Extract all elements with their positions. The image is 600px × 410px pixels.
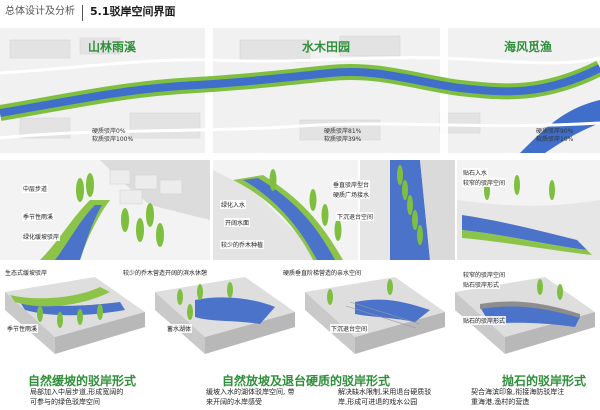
header-divider — [82, 5, 83, 21]
caption-2b-line-2: 岸,形成可进退的戏水公园 — [338, 398, 418, 406]
axon-block-3 — [305, 277, 445, 354]
callout-open-waterfront: 较少的乔木营造开阔的滨水休憩 — [122, 268, 210, 277]
callout-stone-bank-form: 贴石的驳岸形式 — [462, 316, 507, 325]
callout-stone-into-water: 贴石入水 — [462, 168, 489, 177]
callout-seasonal-stream-axon: 季节性雨溪 — [6, 324, 39, 333]
callout-eco-slope-bank: 生态式缓坡驳岸 — [4, 268, 49, 277]
callout-sunken-terrace-axon: 下沉退台空间 — [330, 324, 369, 333]
zone-title-2: 水木田园 — [302, 40, 351, 54]
zone3-hard-ratio: 硬质驳岸90% — [536, 128, 574, 135]
zone1-soft-ratio: 软质驳岸100% — [92, 136, 134, 143]
zone-title-3: 海风觅渔 — [504, 40, 553, 54]
zone2-hard-ratio: 硬质驳岸81% — [324, 128, 362, 135]
section-view-1 — [0, 160, 210, 260]
river-plan-view — [0, 28, 600, 153]
callout-mid-trail: 中层步道 — [22, 184, 49, 193]
callout-green-into-water: 绿化入水 — [220, 200, 247, 209]
axon-block-2 — [155, 277, 295, 354]
zone-title-1: 山林雨溪 — [88, 40, 137, 54]
caption-title-3: 抛石的驳岸形式 — [502, 374, 587, 388]
zone3-soft-ratio: 软质驳岸10% — [536, 136, 574, 143]
callout-hard-plaza: 硬质广场接水 — [332, 190, 371, 199]
header-bar: 总体设计及分析 5.1驳岸空间界面 — [0, 0, 600, 26]
caption-1-line-1: 局部加入中层步道,形成宽阔的 — [30, 388, 124, 396]
callout-green-slope: 绿化缓坡驳岸 — [22, 232, 61, 241]
section-label: 总体设计及分析 — [5, 6, 75, 17]
callout-storage-lake: 蓄水湖体 — [166, 324, 193, 333]
axon-block-1 — [5, 277, 145, 354]
caption-3-line-1: 契合海滨印象,衔接海防驳岸注 — [471, 388, 565, 396]
page-title: 5.1驳岸空间界面 — [90, 5, 176, 18]
callout-stone-form: 贴石驳岸形式 — [462, 280, 501, 289]
caption-title-2: 自然放坡及退台硬质的驳岸形式 — [222, 374, 391, 388]
callout-narrow-bank: 较窄的驳岸空间 — [462, 178, 507, 187]
caption-2b-line-1: 解决缺水限制,采用退台硬质驳 — [338, 388, 432, 396]
caption-2-line-1: 缓坡入水的湖体驳岸空间, 带 — [206, 388, 295, 396]
callout-seasonal-stream: 季节性雨溪 — [22, 212, 55, 221]
caption-title-1: 自然缓坡的驳岸形式 — [28, 374, 137, 388]
section-view-3 — [360, 160, 455, 260]
caption-1-line-2: 可参与的绿色驳岸空间 — [30, 398, 100, 406]
zone2-soft-ratio: 软质驳岸39% — [324, 136, 362, 143]
caption-3-line-2: 重海港,渔村的营造 — [471, 398, 530, 406]
callout-vertical-bank: 垂直驳岸型台 — [332, 180, 371, 189]
callout-fewer-trees: 较少的乔木种植 — [220, 240, 265, 249]
callout-open-water: 开阔水面 — [224, 218, 251, 227]
zone1-hard-ratio: 硬质驳岸0% — [92, 128, 126, 135]
callout-sunken-terrace: 下沉退台空间 — [336, 212, 375, 221]
caption-2-line-2: 来开阔的水岸感受 — [206, 398, 262, 406]
callout-narrow-bank-axon: 较窄的驳岸空间 — [462, 270, 507, 279]
callout-hard-vertical-steps: 硬质垂直阶梯营造的亲水空间 — [282, 268, 363, 277]
